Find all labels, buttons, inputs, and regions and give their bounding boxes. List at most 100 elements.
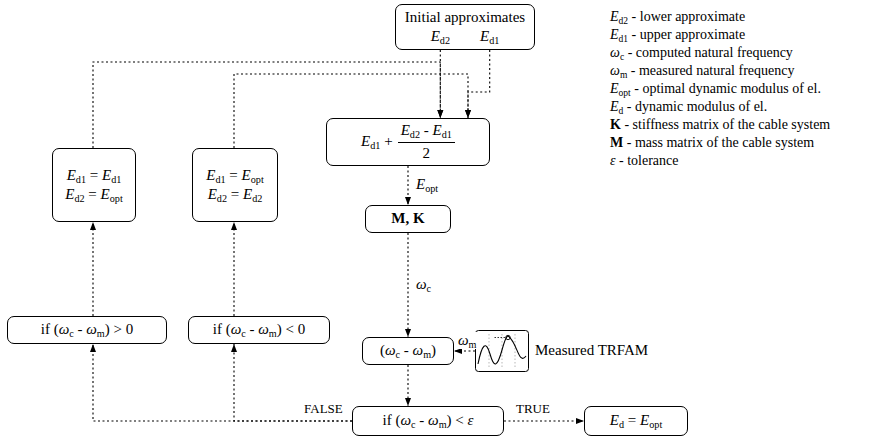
subscript: c [241,328,246,339]
subscript: opt [649,419,662,430]
symbol: ω [428,412,439,428]
symbol: E [610,81,619,96]
peak-leader [493,337,505,338]
node-text: if (ωc - ωm) < 0 [213,320,306,340]
flow-connector [233,222,234,316]
subscript: opt [110,193,123,204]
symbol: ω [458,332,469,348]
start-box: Initial approximatesEd2Ed1 [395,4,535,50]
symbol: ω [413,342,424,358]
plot-label: Measured TRFAM [535,341,648,361]
symbol: ω [400,412,411,428]
symbol: ω [385,342,396,358]
subscript: m [469,339,477,350]
edge-label: TRUE [514,400,552,417]
symbol: E [67,167,76,183]
edge-label: ωm [456,332,479,349]
plot-curve [478,336,526,364]
node-text: Ed = Eopt [610,411,662,431]
subscript: m [620,70,627,80]
fraction-numerator: Ed2 - Ed1 [398,121,455,143]
subscript: c [620,52,624,62]
subscript: d1 [442,129,452,140]
notation-entry: ωc - computed natural frequency [610,44,793,61]
subscript: d2 [440,35,450,46]
subscript: c [396,349,401,360]
symbol: ε [468,412,474,428]
subscript: d2 [74,193,84,204]
notation-entry: Ed - dynamic modulus of el. [610,98,767,115]
edge-label: Eopt [414,176,440,193]
subscript: d2 [217,193,227,204]
node-text: Ed2 = Eopt [65,185,123,205]
approximate-row: Ed2 Ed1 [431,27,500,47]
difference-box: (ωc - ωm) [362,337,454,365]
node-text: if (ωc - ωm) > 0 [41,320,134,340]
subscript: opt [619,88,631,98]
flow-connector [504,420,584,421]
update-box: Ed1 = Ed1Ed2 = Eopt [52,148,136,222]
flow-connector [454,350,475,351]
subscript: m [269,328,277,339]
subscript: m [97,328,105,339]
symbol: E [102,167,111,183]
symbol: ω [416,276,427,292]
symbol: E [242,167,251,183]
symbol: E [243,186,252,202]
node-text: Ed2 = Ed2 [208,185,263,205]
subscript: d1 [215,174,225,185]
fraction-formula: Ed1 +Ed2 - Ed12 [361,121,455,163]
symbol: ω [258,321,269,337]
formula-term: Ed1 + [361,132,393,152]
measurement-node: Measured TRFAM [475,330,648,372]
symbol: E [610,412,619,428]
subscript: c [69,328,74,339]
notation-entry: ε - tolerance [610,152,679,169]
notation-entry: M - mass matrix of the cable system [610,134,814,151]
edge-label: ωc [414,276,433,293]
subscript: m [439,419,447,430]
subscript: d [619,106,624,116]
symbol: E [416,176,425,192]
fraction-denominator: 2 [423,143,431,164]
condition-box: if (ωc - ωm) > 0 [7,316,167,344]
edge-label: FALSE [302,400,345,417]
flow-connector [92,222,93,316]
symbol: ω [610,63,620,78]
symbol: E [206,167,215,183]
peak-marker [506,335,510,339]
notation-entry: Eopt - optimal dynamic modulus of el. [610,80,821,97]
subscript: opt [425,183,438,194]
symbol: ω [610,45,620,60]
flow-connector [468,50,490,118]
node-text: Ed1 = Eopt [206,166,264,186]
node-text: (ωc - ωm) [380,341,436,361]
matrix-box: M, K [365,205,451,233]
symbol: E [610,27,619,42]
symbol: ω [231,321,242,337]
symbol: E [65,186,74,202]
symbol: E [401,122,410,138]
flow-connector [407,365,408,406]
matrix-symbol: K [413,210,425,226]
result-box: Ed = Eopt [584,406,688,436]
decision-box: if (ωc - ωm) < ε [352,406,504,436]
node-text: M, K [391,209,424,229]
subscript: m [423,349,431,360]
flow-connector [234,344,352,421]
fraction: Ed2 - Ed12 [398,121,455,163]
subscript: d1 [489,35,499,46]
symbol: ω [59,321,70,337]
symbol: E [610,99,619,114]
matrix-symbol: K [610,117,621,132]
subscript: d1 [619,34,629,44]
update-box: Ed1 = EoptEd2 = Ed2 [192,148,278,222]
node-text: Ed1 [480,27,499,47]
flow-connector [93,344,352,421]
notation-entry: ωm - measured natural frequency [610,62,794,79]
subscript: d [619,419,624,430]
subscript: opt [251,174,264,185]
symbol: E [431,28,440,44]
flow-connector [407,166,408,205]
flow-connector [407,233,408,337]
